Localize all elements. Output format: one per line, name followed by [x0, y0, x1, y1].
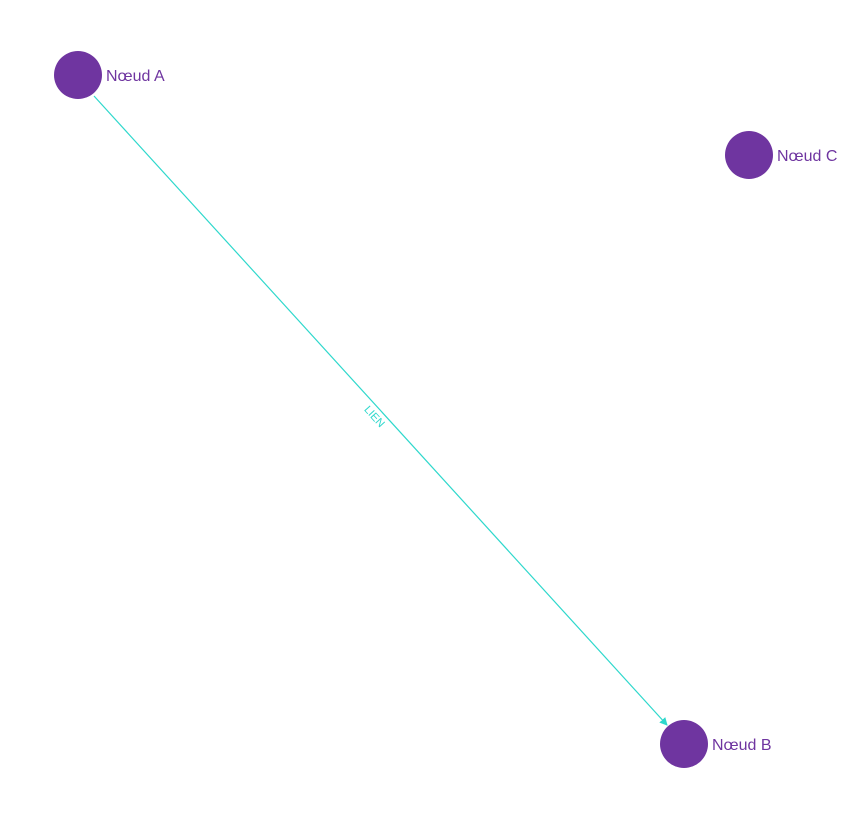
- node-c[interactable]: Nœud C: [725, 131, 837, 179]
- node-a[interactable]: Nœud A: [54, 51, 165, 99]
- node-b-label: Nœud B: [712, 737, 772, 754]
- edge-a-b[interactable]: LIEN: [93, 95, 668, 726]
- node-b[interactable]: Nœud B: [660, 720, 772, 768]
- node-a-label: Nœud A: [106, 68, 165, 85]
- node-c-circle[interactable]: [725, 131, 773, 179]
- node-c-label: Nœud C: [777, 148, 837, 165]
- node-a-circle[interactable]: [54, 51, 102, 99]
- node-b-circle[interactable]: [660, 720, 708, 768]
- edge-label: LIEN: [361, 404, 386, 430]
- edge-line[interactable]: [93, 95, 668, 726]
